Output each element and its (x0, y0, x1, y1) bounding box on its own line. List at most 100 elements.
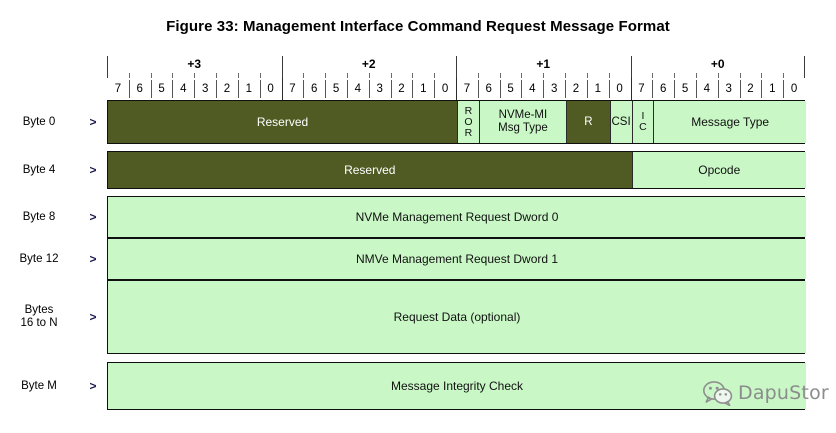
row-pointer-arrow: > (89, 379, 97, 393)
bit-number: 3 (376, 83, 383, 95)
byte-group-divider (281, 56, 283, 78)
bit-number: 0 (616, 83, 623, 95)
bit-separator (303, 80, 305, 98)
field-cell: NMVe Management Request Dword 1 (108, 239, 806, 279)
bitfield-row-byte-4: Reserved Opcode (107, 151, 806, 189)
bit-tick (521, 73, 523, 78)
bit-number: 1 (420, 83, 427, 95)
bit-tick (434, 73, 436, 78)
bit-tick (761, 73, 763, 78)
byte-group-divider (456, 56, 458, 78)
bit-tick (390, 73, 392, 78)
field-cell: Reserved (108, 101, 457, 143)
bitfield-row-byte-12: NMVe Management Request Dword 1 (107, 238, 806, 280)
bit-number: 2 (223, 83, 231, 95)
field-cell: Reserved (108, 152, 632, 188)
byte-group-divider (281, 78, 283, 100)
field-label: Message Type (691, 114, 770, 129)
bit-separator (194, 80, 196, 98)
bit-separator (695, 80, 697, 98)
bit-number: 0 (441, 83, 449, 95)
row-label: Byte 8 (22, 210, 56, 223)
bit-tick (128, 73, 130, 78)
bit-tick (172, 73, 174, 78)
row-pointer-arrow: > (89, 310, 97, 324)
bit-separator (499, 80, 501, 98)
bit-number: 5 (681, 83, 689, 95)
bit-separator (368, 80, 370, 98)
bit-tick (499, 73, 501, 78)
byte-offset-label: +2 (361, 57, 376, 71)
row-pointer-arrow: > (89, 163, 97, 177)
row-label: Byte 4 (22, 163, 56, 176)
bit-tick (783, 73, 785, 78)
bit-number: 4 (180, 83, 187, 95)
row-pointer-arrow: > (89, 252, 97, 266)
bit-separator (717, 80, 719, 98)
bit-separator (565, 80, 567, 98)
bit-tick (259, 73, 261, 78)
field-cell: NVMe Management Request Dword 0 (108, 197, 806, 237)
bit-separator (761, 80, 763, 98)
byte-group-divider (803, 56, 805, 78)
byte-group-divider (630, 56, 632, 78)
bit-separator (739, 80, 741, 98)
field-cell: R (566, 101, 610, 143)
bit-tick (717, 73, 719, 78)
bit-number: 3 (201, 83, 209, 95)
bit-number: 0 (267, 83, 274, 95)
bit-separator (237, 80, 239, 98)
bit-number: 7 (638, 83, 645, 95)
bitfield-row-byte-m: Message Integrity Check (107, 362, 806, 410)
bit-number: 3 (725, 83, 732, 95)
bit-tick (325, 73, 327, 78)
field-cell: Opcode (631, 152, 806, 188)
bit-separator (586, 80, 588, 98)
field-cell: Message Type (653, 101, 806, 143)
bit-number: 7 (114, 83, 122, 95)
byte-group-divider (456, 78, 458, 100)
bit-number: 4 (703, 83, 711, 95)
field-label: Reserved (344, 162, 396, 177)
bit-number: 3 (550, 83, 558, 95)
bit-number: 0 (790, 83, 798, 95)
field-label: NVMe Management Request Dword 0 (355, 209, 559, 224)
bit-tick (565, 73, 567, 78)
row-pointer-arrow: > (89, 210, 97, 224)
bit-separator (172, 80, 174, 98)
field-label: CSI (611, 115, 631, 128)
field-cell: Message Integrity Check (108, 363, 806, 409)
row-pointer-arrow: > (89, 115, 97, 129)
bitfield-row-bytes-16-to-n: Request Data (optional) (107, 280, 806, 354)
byte-offset-label: +3 (187, 57, 202, 71)
bit-number: 2 (747, 83, 754, 95)
bit-tick (237, 73, 239, 78)
bit-tick (150, 73, 152, 78)
bit-separator (150, 80, 152, 98)
bit-number: 2 (572, 83, 580, 95)
bit-number: 4 (354, 83, 362, 95)
bit-tick (652, 73, 654, 78)
bit-number: 1 (594, 83, 601, 95)
bit-separator (434, 80, 436, 98)
bit-tick (586, 73, 588, 78)
row-label: Byte M (21, 379, 57, 392)
bit-tick (303, 73, 305, 78)
bit-tick (695, 73, 697, 78)
field-label: R (584, 115, 593, 128)
bit-number: 6 (485, 83, 492, 95)
bit-number: 6 (660, 83, 667, 95)
bit-separator (390, 80, 392, 98)
bit-tick (216, 73, 218, 78)
bit-number: 6 (311, 83, 318, 95)
bit-separator (674, 80, 676, 98)
field-label: Reserved (256, 114, 309, 129)
